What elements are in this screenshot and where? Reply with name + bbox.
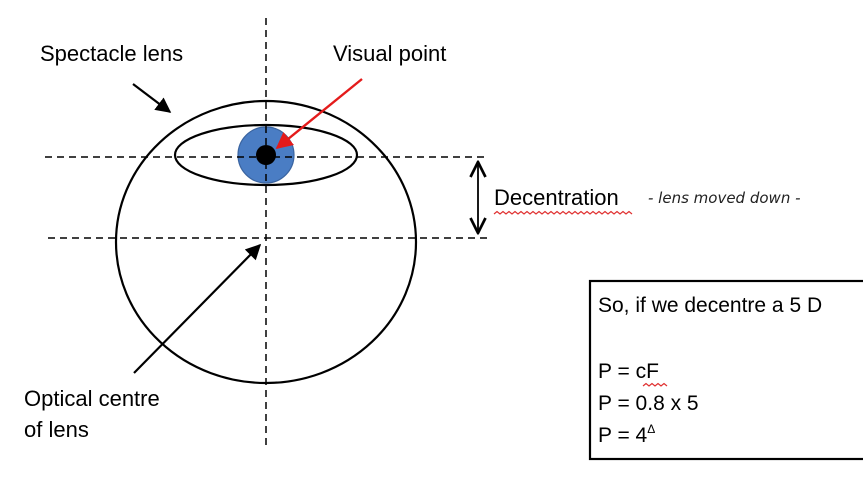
eye-outline — [173, 123, 359, 187]
formula-line-3: P = 4Δ — [598, 422, 655, 447]
visual-point-label: Visual point — [333, 41, 446, 66]
spectacle-lens-label: Spectacle lens — [40, 41, 183, 66]
optical-centre-arrow — [133, 243, 262, 374]
formula-line-1-cf: cF — [636, 360, 659, 383]
formula-line-1: P = cF — [598, 360, 659, 383]
example-box — [588, 279, 863, 461]
formula-line-3-prefix: P = 4 — [598, 424, 648, 447]
handwritten-note: - lens moved down - — [648, 189, 801, 207]
visual-point-arrow — [275, 78, 363, 150]
formula-line-1-prefix: P = — [598, 360, 636, 383]
decentration-spellcheck-squiggle — [493, 210, 633, 215]
formula-line-2: P = 0.8 x 5 — [598, 392, 699, 415]
decentration-label: Decentration — [494, 185, 619, 210]
optical-centre-label-line1: Optical centre — [24, 386, 160, 411]
example-intro: So, if we decentre a 5 D — [598, 294, 822, 317]
formula-line-3-superscript: Δ — [647, 422, 655, 436]
optical-centre-label-line2: of lens — [24, 417, 89, 442]
spectacle-lens-arrow — [132, 83, 172, 113]
cf-spellcheck-squiggle — [642, 382, 668, 387]
